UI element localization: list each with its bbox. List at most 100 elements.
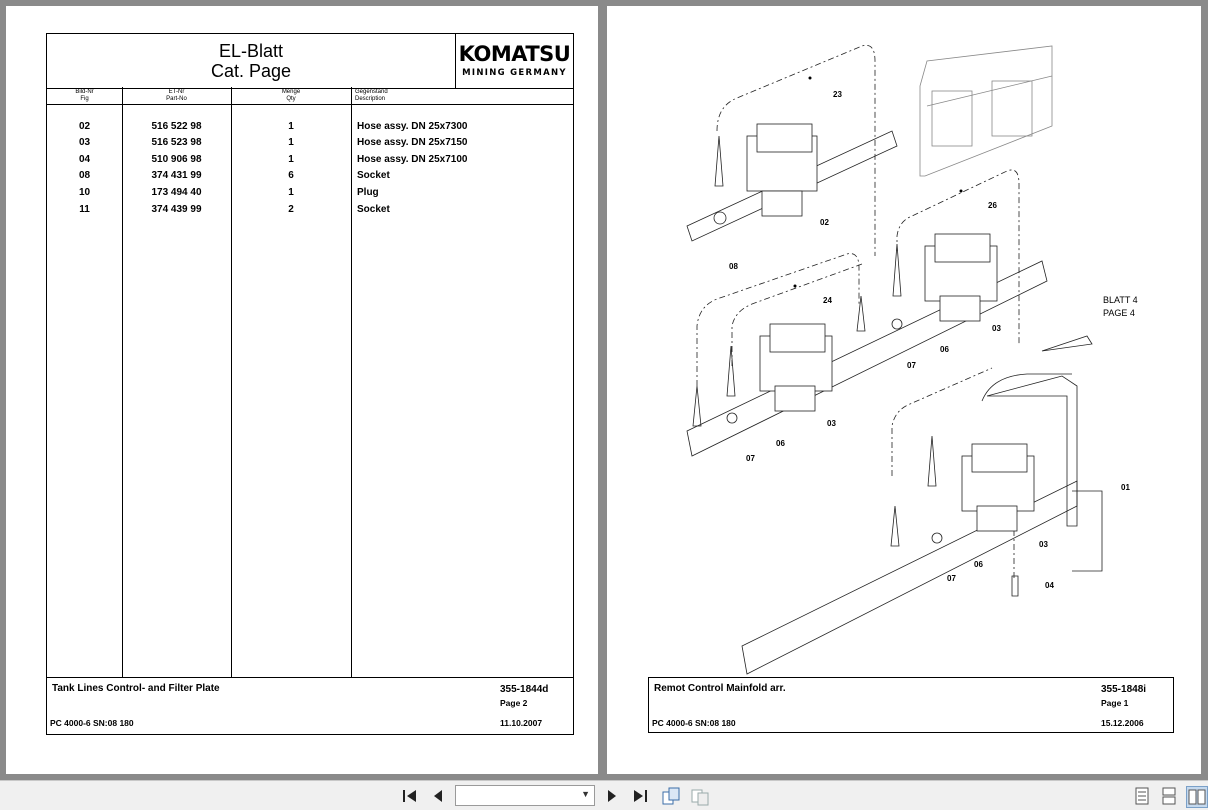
col-header-qty: Menge Qty bbox=[231, 89, 351, 102]
cell-desc: Hose assy. DN 25x7300 bbox=[357, 121, 468, 132]
right-drawing-page: 23 02 08 26 24 03 06 07 03 06 07 01 03 0… bbox=[607, 6, 1201, 774]
col-header-en: Part-No bbox=[166, 95, 187, 102]
callout-label: 26 bbox=[988, 201, 997, 210]
callout-label: 03 bbox=[827, 419, 836, 428]
cell-qty: 1 bbox=[288, 187, 294, 198]
cell-desc: Hose assy. DN 25x7150 bbox=[357, 137, 468, 148]
table-row: 08 374 431 99 6 Socket bbox=[47, 170, 573, 186]
cell-part: 510 906 98 bbox=[151, 154, 202, 165]
page-select[interactable]: ▼ bbox=[455, 785, 595, 806]
callout-label: 07 bbox=[907, 361, 916, 370]
col-header-de: ET-Nr bbox=[168, 89, 185, 95]
page-reference-en: PAGE 4 bbox=[1103, 308, 1135, 318]
komatsu-logo: KOMATSU MINING GERMANY bbox=[456, 34, 573, 88]
exploded-diagram bbox=[686, 44, 1103, 675]
cell-qty: 2 bbox=[288, 204, 294, 215]
col-divider bbox=[231, 87, 232, 677]
cell-desc: Plug bbox=[357, 187, 379, 198]
col-header-part: ET-Nr Part-No bbox=[122, 89, 231, 102]
title-en: Cat. Page bbox=[210, 61, 292, 81]
table-row: 03 516 523 98 1 Hose assy. DN 25x7150 bbox=[47, 137, 573, 153]
footer-machine: PC 4000-6 SN:08 180 bbox=[50, 718, 134, 728]
col-header-en: Qty bbox=[286, 95, 296, 102]
table-row: 10 173 494 40 1 Plug bbox=[47, 187, 573, 203]
single-page-view-icon[interactable] bbox=[1132, 786, 1152, 806]
callout-label: 24 bbox=[823, 296, 832, 305]
footer-doc-no: 355-1848i bbox=[1101, 684, 1147, 695]
copy-page-icon[interactable] bbox=[661, 786, 681, 806]
page-header: EL-Blatt Cat. Page KOMATSU MINING GERMAN… bbox=[46, 33, 574, 89]
callout-label: 04 bbox=[1045, 581, 1054, 590]
col-divider bbox=[122, 87, 123, 677]
chevron-down-icon: ▼ bbox=[581, 789, 590, 799]
callout-label: 03 bbox=[992, 324, 1001, 333]
callout-label: 07 bbox=[746, 454, 755, 463]
page-reference: BLATT 4 PAGE 4 bbox=[1103, 294, 1138, 320]
callout-label: 02 bbox=[820, 218, 829, 227]
cell-fig: 04 bbox=[78, 154, 91, 165]
footer-date: 15.12.2006 bbox=[1101, 718, 1144, 728]
col-divider bbox=[351, 87, 352, 677]
cell-desc: Socket bbox=[357, 170, 390, 181]
callout-label: 03 bbox=[1039, 540, 1048, 549]
callout-label: 06 bbox=[776, 439, 785, 448]
col-header-de: Gegenstand bbox=[355, 89, 388, 95]
cell-part: 516 523 98 bbox=[151, 137, 202, 148]
col-header-fig: Bild-Nr Fig bbox=[47, 89, 122, 102]
footer-title: Remot Control Mainfold arr. bbox=[654, 683, 786, 694]
cell-fig: 10 bbox=[78, 187, 91, 198]
cell-fig: 03 bbox=[78, 137, 91, 148]
cell-fig: 08 bbox=[78, 170, 91, 181]
callout-label: 08 bbox=[729, 262, 738, 271]
footer-doc-no: 355-1844d bbox=[500, 684, 549, 695]
first-page-icon[interactable] bbox=[400, 786, 420, 806]
last-page-icon[interactable] bbox=[630, 786, 650, 806]
two-page-view-icon[interactable] bbox=[1186, 786, 1208, 808]
parts-table: Bild-Nr Fig ET-Nr Part-No Menge Qty Gege… bbox=[46, 87, 574, 678]
left-catalog-page: EL-Blatt Cat. Page KOMATSU MINING GERMAN… bbox=[6, 6, 598, 774]
cell-part: 374 431 99 bbox=[151, 170, 202, 181]
cell-fig: 11 bbox=[79, 204, 90, 215]
callout-label: 06 bbox=[940, 345, 949, 354]
paste-page-icon[interactable] bbox=[690, 786, 710, 806]
page-footer: Remot Control Mainfold arr. 355-1848i Pa… bbox=[648, 677, 1174, 733]
viewer-toolbar: ▼ bbox=[0, 780, 1208, 810]
col-header-desc: Gegenstand Description bbox=[355, 89, 555, 102]
page-reference-de: BLATT 4 bbox=[1103, 295, 1138, 305]
title-box: EL-Blatt Cat. Page bbox=[47, 34, 456, 88]
col-header-en: Description bbox=[355, 95, 386, 102]
cell-qty: 1 bbox=[288, 154, 294, 165]
footer-title: Tank Lines Control- and Filter Plate bbox=[52, 683, 220, 694]
footer-page: Page 2 bbox=[500, 698, 528, 708]
cell-qty: 1 bbox=[288, 121, 294, 132]
logo-text: KOMATSU bbox=[458, 42, 571, 66]
col-header-de: Menge bbox=[281, 89, 301, 95]
table-row: 04 510 906 98 1 Hose assy. DN 25x7100 bbox=[47, 154, 573, 170]
page-footer: Tank Lines Control- and Filter Plate 355… bbox=[46, 677, 574, 735]
table-row: 11 374 439 99 2 Socket bbox=[47, 204, 573, 220]
table-row: 02 516 522 98 1 Hose assy. DN 25x7300 bbox=[47, 121, 573, 137]
callout-label: 23 bbox=[833, 90, 842, 99]
cell-qty: 1 bbox=[288, 137, 294, 148]
cell-part: 516 522 98 bbox=[151, 121, 202, 132]
cell-fig: 02 bbox=[78, 121, 91, 132]
next-page-icon[interactable] bbox=[602, 786, 622, 806]
cell-part: 173 494 40 bbox=[151, 187, 202, 198]
callout-label: 07 bbox=[947, 574, 956, 583]
col-header-de: Bild-Nr bbox=[75, 89, 94, 95]
prev-page-icon[interactable] bbox=[428, 786, 448, 806]
title-de: EL-Blatt bbox=[218, 41, 284, 61]
footer-date: 11.10.2007 bbox=[500, 718, 543, 728]
footer-machine: PC 4000-6 SN:08 180 bbox=[652, 718, 736, 728]
cell-desc: Socket bbox=[357, 204, 390, 215]
cell-part: 374 439 99 bbox=[151, 204, 202, 215]
col-header-en: Fig bbox=[80, 95, 89, 102]
table-header bbox=[47, 87, 573, 105]
callout-label: 06 bbox=[974, 560, 983, 569]
cell-desc: Hose assy. DN 25x7100 bbox=[357, 154, 468, 165]
callout-label: 01 bbox=[1121, 483, 1130, 492]
continuous-view-icon[interactable] bbox=[1159, 786, 1179, 806]
cell-qty: 6 bbox=[288, 170, 294, 181]
footer-page: Page 1 bbox=[1101, 698, 1129, 708]
logo-subtext: MINING GERMANY bbox=[462, 68, 567, 78]
